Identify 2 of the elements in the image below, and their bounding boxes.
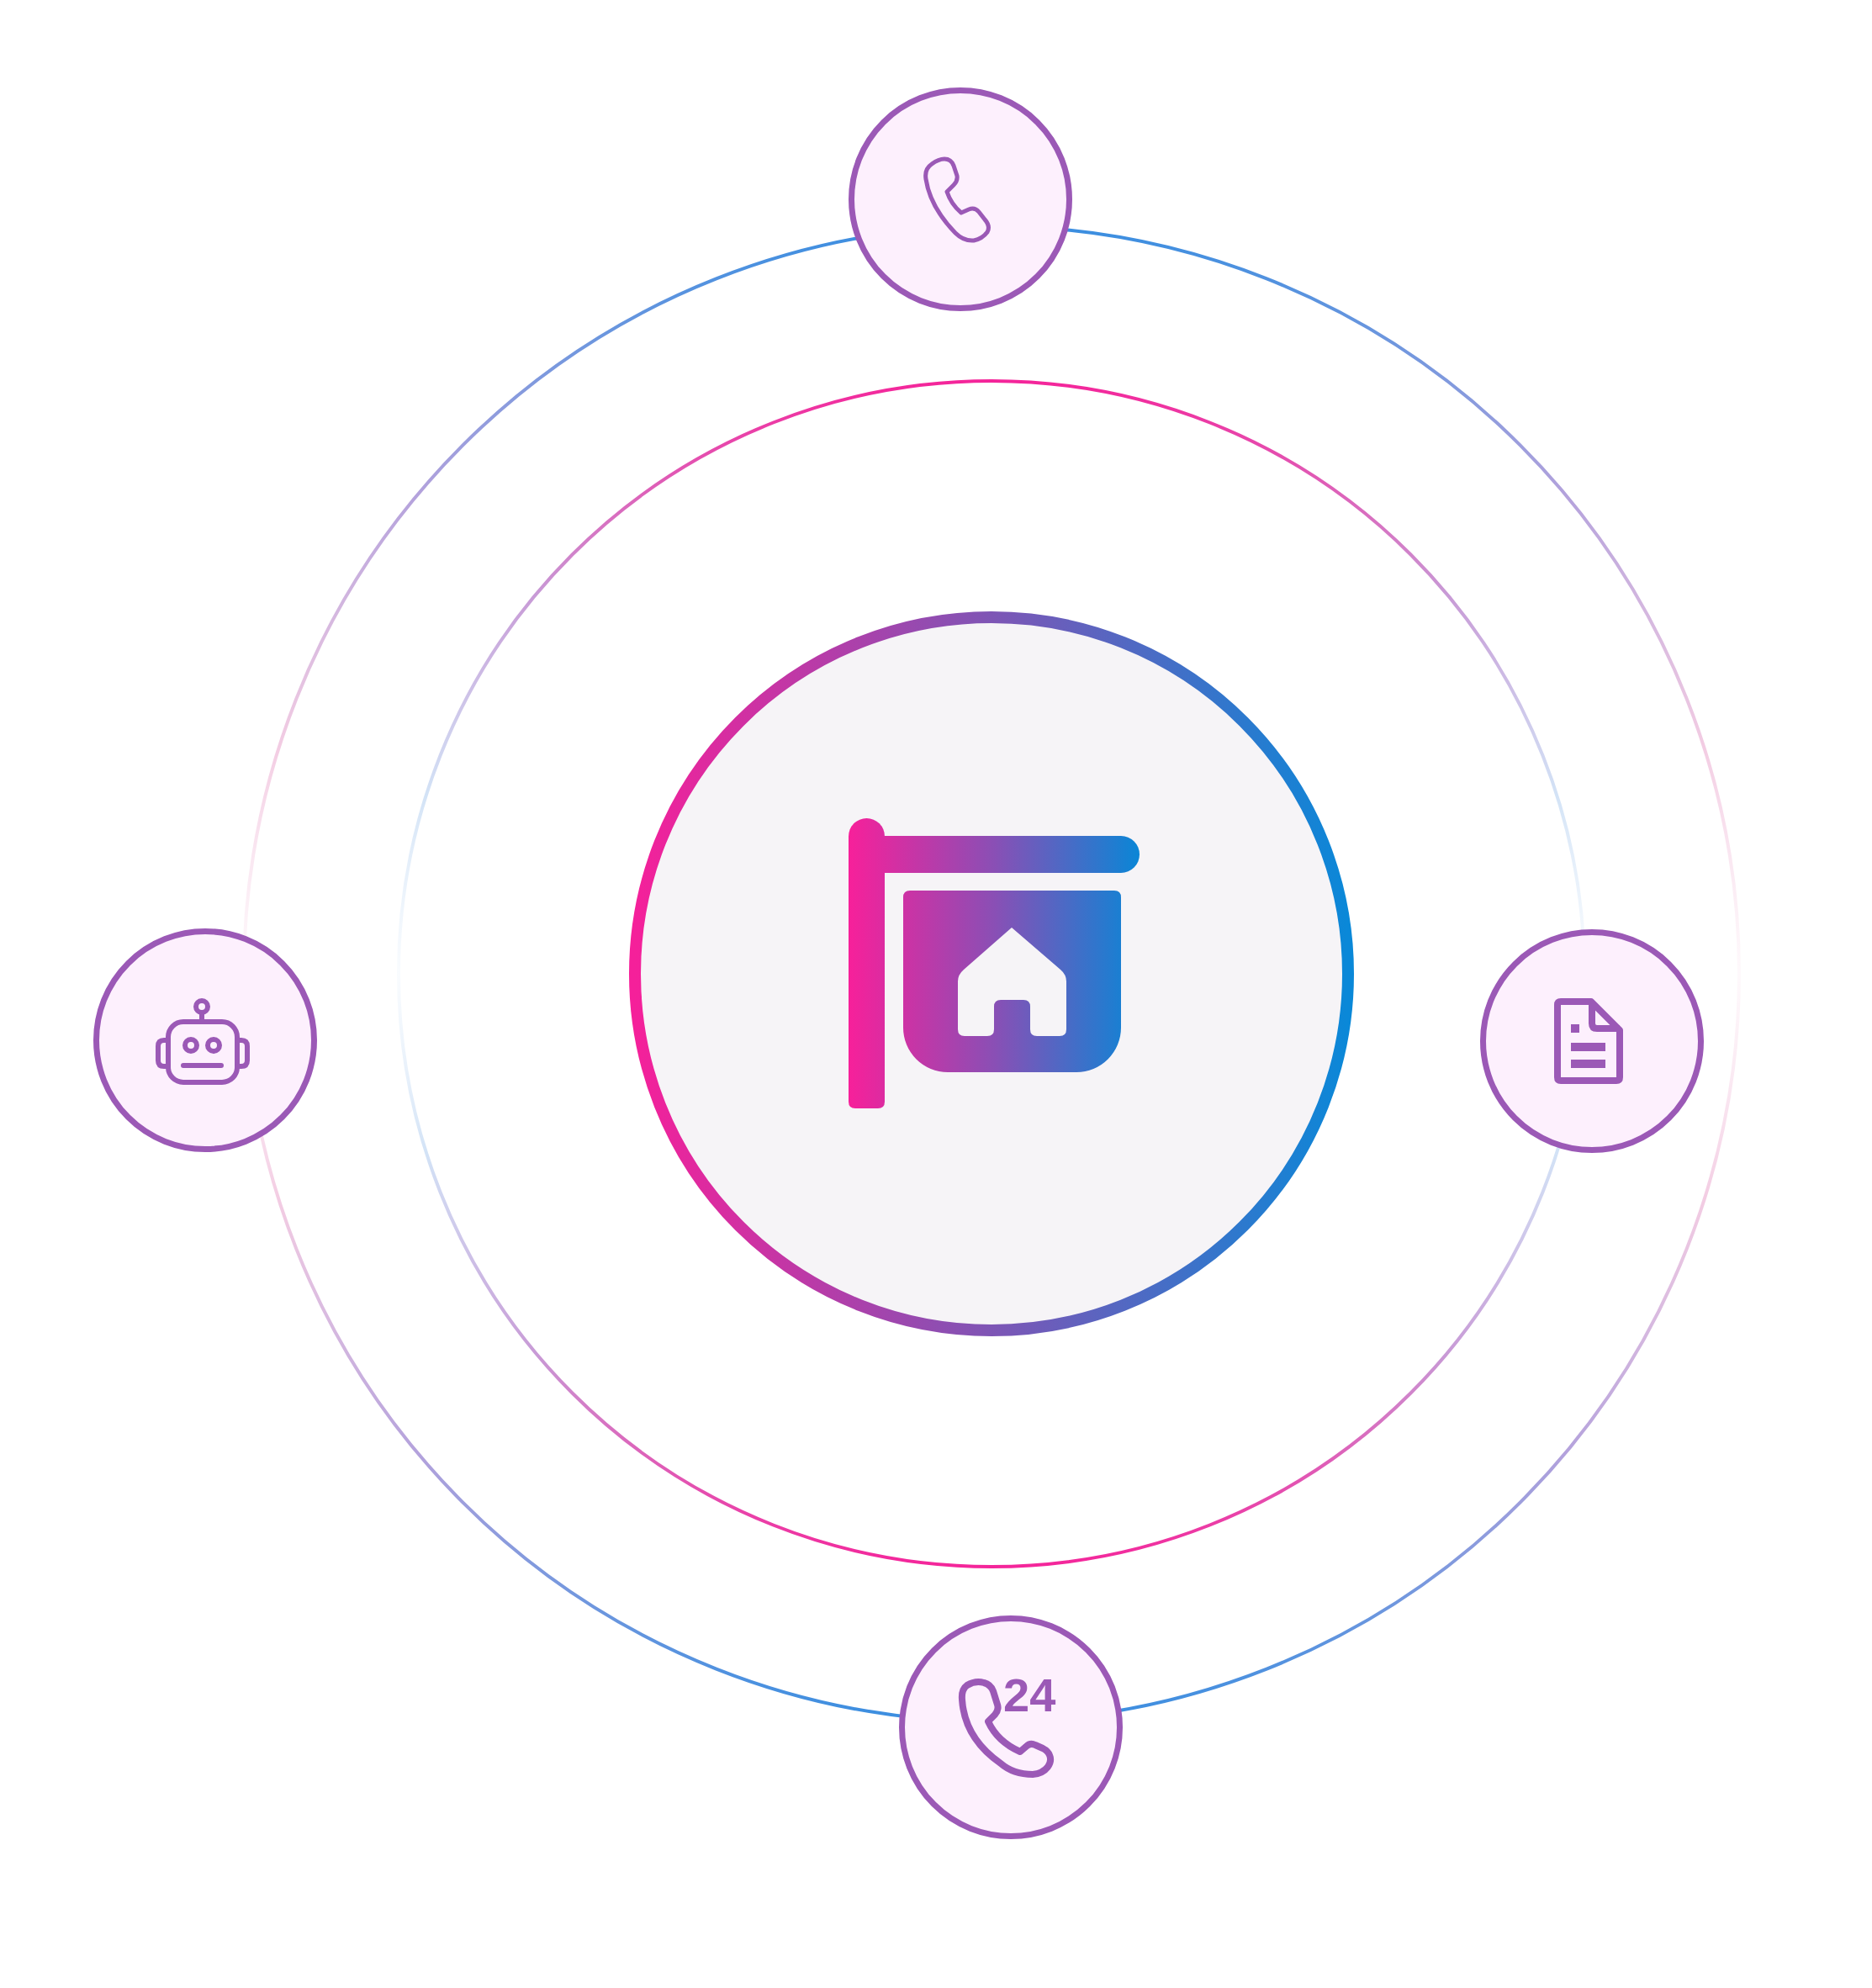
hours-label: 24 [1003, 1672, 1056, 1719]
hub-circle [629, 611, 1354, 1336]
